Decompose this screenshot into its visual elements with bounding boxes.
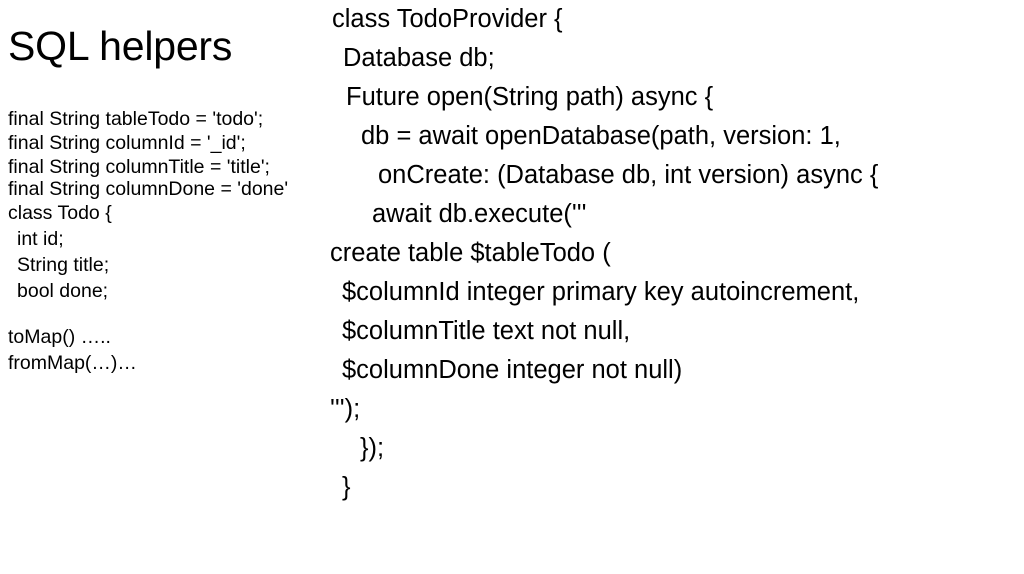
code-line: } (342, 473, 351, 501)
left-column-body: final String tableTodo = 'todo'; final S… (8, 108, 318, 376)
code-line: create table $tableTodo ( (330, 239, 611, 267)
code-line: final String tableTodo = 'todo'; (8, 108, 264, 130)
code-line: final String columnDone = 'done' (8, 178, 289, 200)
page-title: SQL helpers (8, 23, 233, 69)
left-column: SQL helpers final String tableTodo = 'to… (8, 0, 320, 574)
code-line: class TodoProvider { (332, 5, 563, 33)
code-line: final String columnTitle = 'title'; (8, 156, 270, 178)
code-line: $columnDone integer not null) (342, 356, 683, 384)
code-line: int id; (17, 228, 64, 250)
code-line: fromMap(…)… (8, 352, 137, 374)
code-line-blank (8, 304, 318, 324)
code-line: $columnId integer primary key autoincrem… (342, 278, 860, 306)
code-line: bool done; (17, 280, 109, 302)
code-line: final String columnId = '_id'; (8, 132, 246, 154)
code-line: db = await openDatabase(path, version: 1… (361, 122, 841, 150)
code-line: }); (360, 434, 385, 462)
code-line: Future open(String path) async { (346, 83, 714, 111)
code-line: await db.execute(''' (372, 200, 587, 228)
right-column: class TodoProvider { Database db; Future… (330, 0, 1024, 574)
code-line: toMap() ….. (8, 326, 111, 348)
code-line: Database db; (343, 44, 495, 72)
code-line: class Todo { (8, 202, 112, 224)
code-line: $columnTitle text not null, (342, 317, 631, 345)
code-line: onCreate: (Database db, int version) asy… (378, 161, 879, 189)
code-line: '''); (330, 395, 361, 423)
code-line: String title; (17, 254, 110, 276)
